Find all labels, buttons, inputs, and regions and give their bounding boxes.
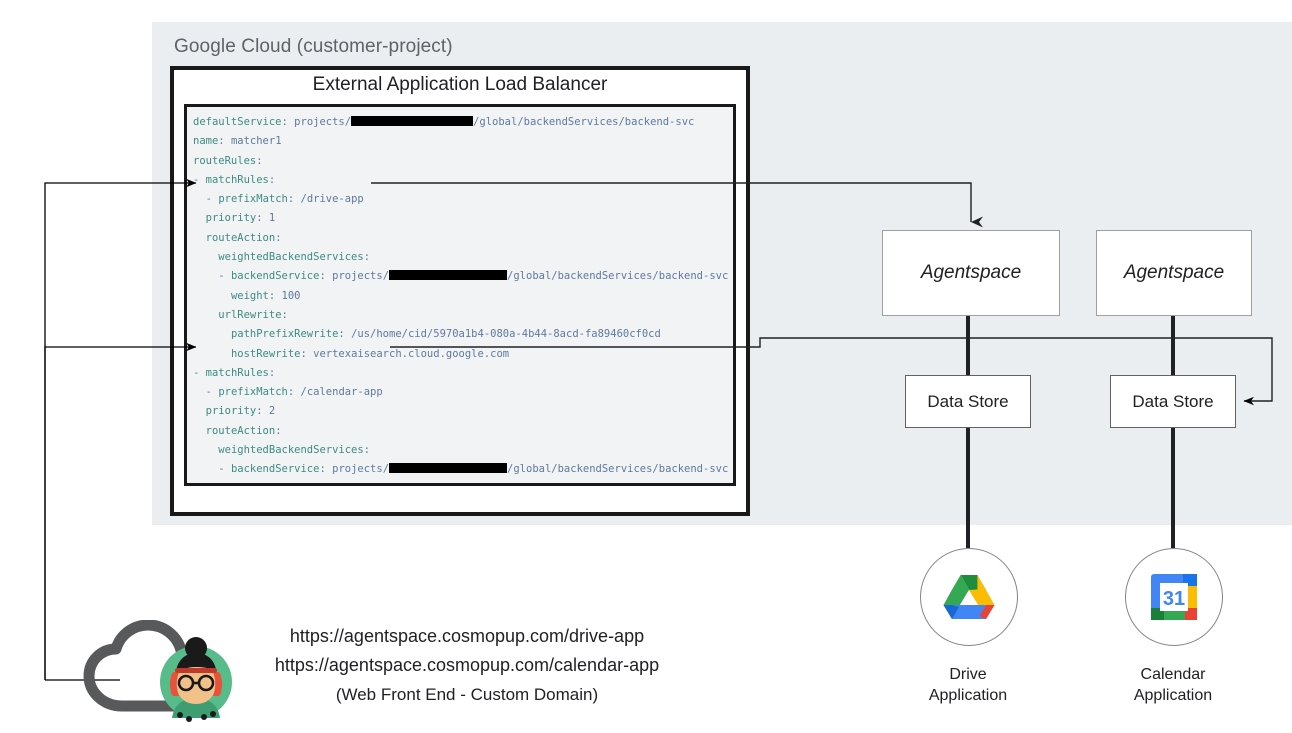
yaml-line: priority: 1 [205,212,276,225]
yaml-line: pathPrefixRewrite: /us/home/cid/5970a1b4… [230,328,661,341]
calendar-day-number: 31 [1163,588,1185,610]
yaml-line: defaultService: projects//global/backend… [193,116,695,128]
calendar-app-url: https://agentspace.cosmopup.com/calendar… [274,655,660,675]
web-front-end-group [76,619,266,725]
google-cloud-title: Google Cloud (customer-project) [174,36,453,57]
yaml-line: weight: 100 [230,289,301,302]
google-calendar-icon: 31 [1151,574,1197,620]
yaml-line: - backendService: projects//global/backe… [218,270,729,283]
agentspace-box-left[interactable]: Agentspace [882,230,1060,316]
yaml-line: - prefixMatch: /calendar-app [205,386,383,399]
yaml-line: routeRules: [193,154,263,167]
yaml-line: hostRewrite: vertexaisearch.cloud.google… [230,347,510,360]
yaml-line: weightedBackendServices: [218,251,371,264]
yaml-line: routeAction: [205,231,282,244]
yaml-line: name: matcher1 [193,135,282,148]
yaml-line: routeAction: [205,424,282,437]
drive-app-circle[interactable] [920,548,1018,646]
yaml-line: - matchRules: [193,366,276,379]
yaml-line: priority: 2 [205,405,276,418]
user-avatar-icon [160,637,232,722]
data-store-box-right[interactable]: Data Store [1110,375,1236,428]
yaml-line: - matchRules: [193,173,276,186]
agentspace-box-right[interactable]: Agentspace [1096,230,1252,316]
yaml-line: weightedBackendServices: [218,444,371,457]
yaml-line: - prefixMatch: /drive-app [205,193,364,206]
load-balancer-title: External Application Load Balancer [312,74,608,95]
yaml-line: urlRewrite: [218,308,288,321]
yaml-line: - backendService: projects//global/backe… [218,463,729,476]
data-store-box-left[interactable]: Data Store [905,375,1031,428]
google-drive-icon [943,575,995,619]
frontend-caption: (Web Front End - Custom Domain) [335,685,599,704]
calendar-app-label: Calendar Application [1133,666,1213,704]
yaml-line: weight: 101 [193,480,733,484]
url-map-yaml-config: defaultService: projects//global/backend… [184,104,736,486]
drive-app-label: Drive Application [928,666,1008,704]
drive-app-url: https://agentspace.cosmopup.com/drive-ap… [289,626,645,646]
calendar-app-circle[interactable]: 31 [1125,548,1223,646]
frontend-url-block: https://agentspace.cosmopup.com/drive-ap… [262,622,672,710]
